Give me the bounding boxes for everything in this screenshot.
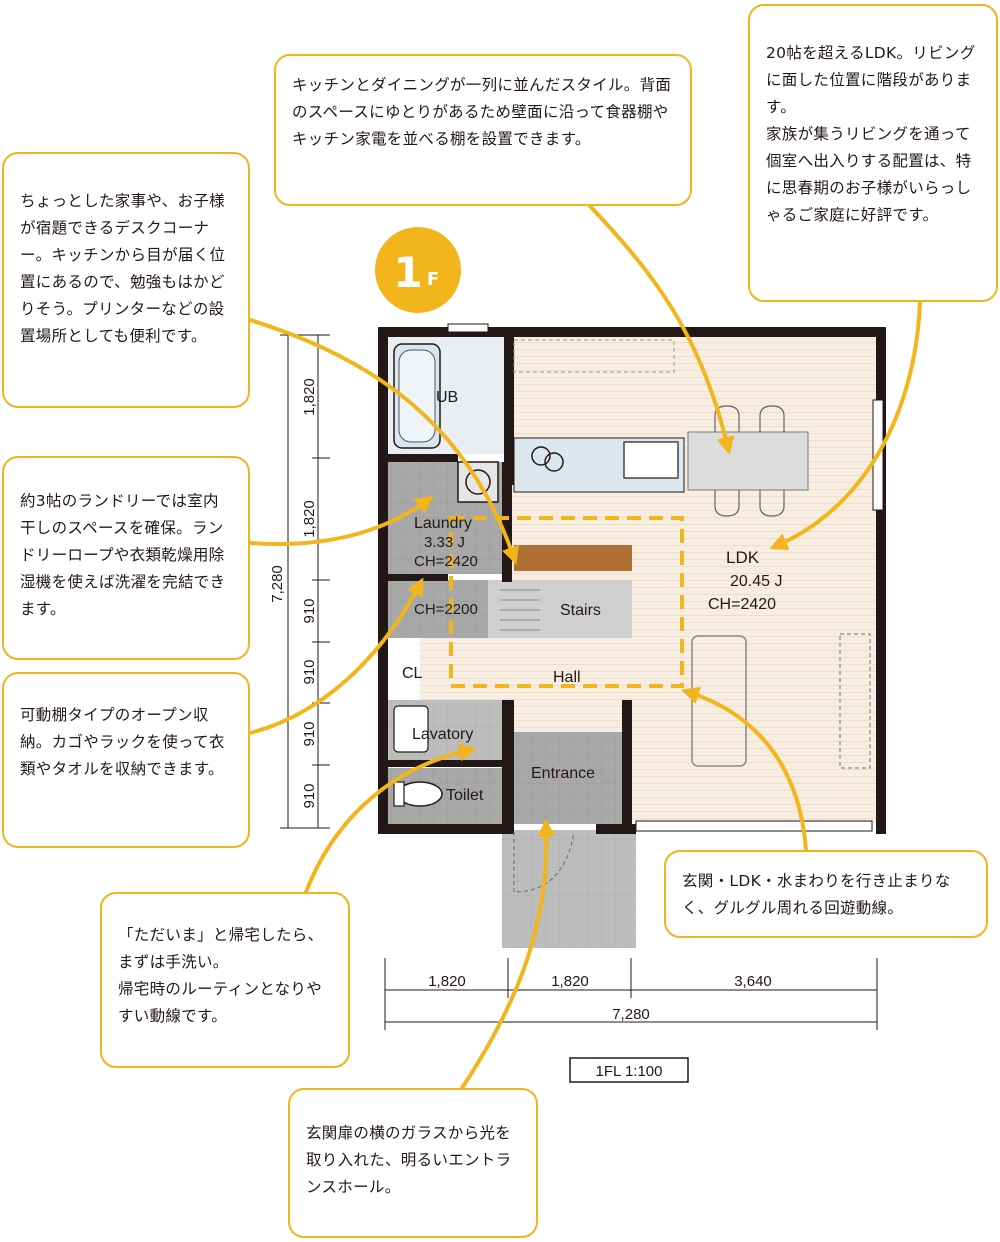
scale-label: 1FL 1:100 (596, 1063, 663, 1080)
room-label-hall: Hall (553, 669, 581, 686)
room-label-laundry: Laundry (414, 515, 472, 532)
room-label-laundry-ch: CH=2420 (414, 553, 478, 570)
dim-vertical-0: 1,820 (301, 378, 318, 416)
dining-table (687, 431, 809, 491)
dim-vertical-total: 7,280 (269, 565, 286, 603)
callout-tadaima: 「ただいま」と帰宅したら、まずは手洗い。 帰宅時のルーティンとなりやすい動線です… (100, 892, 350, 1068)
room-label-laundry-area: 3.33 J (424, 534, 465, 551)
dim-horizontal-total: 7,280 (612, 1006, 650, 1023)
dim-vertical-4: 910 (301, 721, 318, 746)
dim-vertical-3: 910 (301, 659, 318, 684)
callout-arrows (248, 204, 922, 1090)
tv-board (839, 633, 871, 769)
room-label-stairs: Stairs (560, 602, 601, 619)
scale-box (569, 1057, 689, 1083)
toilet-bowl (397, 781, 443, 807)
desk-counter (514, 545, 632, 571)
floor-badge (375, 227, 461, 313)
window-ub (447, 323, 489, 333)
floor-badge-number: 1 (393, 248, 422, 297)
room-label-entrance: Entrance (531, 765, 595, 782)
callout-kitchen: キッチンとダイニングが一列に並んだスタイル。背面のスペースにゆとりがあるため壁面… (274, 54, 692, 206)
horizontal-dimension-lines (384, 958, 878, 1030)
room-label-ldk-area: 20.45 J (730, 573, 782, 590)
dim-horizontal-1: 1,820 (551, 973, 589, 990)
dim-vertical-1: 1,820 (301, 500, 318, 538)
dim-horizontal-2: 3,640 (734, 973, 772, 990)
entrance-door-swing (513, 831, 575, 893)
dim-vertical-5: 910 (301, 783, 318, 808)
dim-vertical-2: 910 (301, 598, 318, 623)
porch-floor (502, 830, 636, 948)
dining-chairs (714, 405, 785, 517)
hall-floor (420, 638, 632, 700)
callout-loop: 玄関・LDK・水まわりを行き止まりなく、グルグル周れる回遊動線。 (664, 850, 988, 938)
room-label-toilet: Toilet (446, 787, 484, 804)
room-label-cl: CL (402, 665, 423, 682)
hall-storage (513, 339, 675, 373)
floor-badge-letter: F (427, 269, 439, 290)
room-label-storage-ch: CH=2200 (414, 601, 478, 618)
room-label-ldk-ch: CH=2420 (708, 596, 776, 613)
callout-desk: ちょっとした家事や、お子様が宿題できるデスクコーナー。キッチンから目が届く位置に… (2, 152, 250, 408)
callout-ldk: 20帖を超えるLDK。リビングに面した位置に階段があります。 家族が集うリビング… (748, 4, 998, 302)
stove-burner (531, 446, 551, 466)
room-label-lavatory: Lavatory (412, 726, 473, 743)
loop-route (449, 516, 684, 688)
room-label-ldk: LDK (726, 548, 760, 567)
washbasin (393, 705, 429, 753)
sink (623, 441, 679, 479)
room-label-ub: UB (436, 389, 458, 406)
window-bottom (635, 820, 873, 832)
callout-shelf: 可動棚タイプのオープン収納。カゴやラックを使って衣類やタオルを収納できます。 (2, 672, 250, 848)
washing-machine (457, 461, 499, 503)
walls (378, 327, 886, 834)
entrance-floor (514, 732, 626, 824)
stair-steps (500, 589, 540, 631)
callout-laundry: 約3帖のランドリーでは室内干しのスペースを確保。ランドリーロープや衣類乾燥用除湿… (2, 456, 250, 660)
callout-entrance: 玄関扉の横のガラスから光を取り入れた、明るいエントランスホール。 (288, 1088, 538, 1238)
dim-horizontal-0: 1,820 (428, 973, 466, 990)
vertical-dimension-lines (280, 334, 330, 829)
